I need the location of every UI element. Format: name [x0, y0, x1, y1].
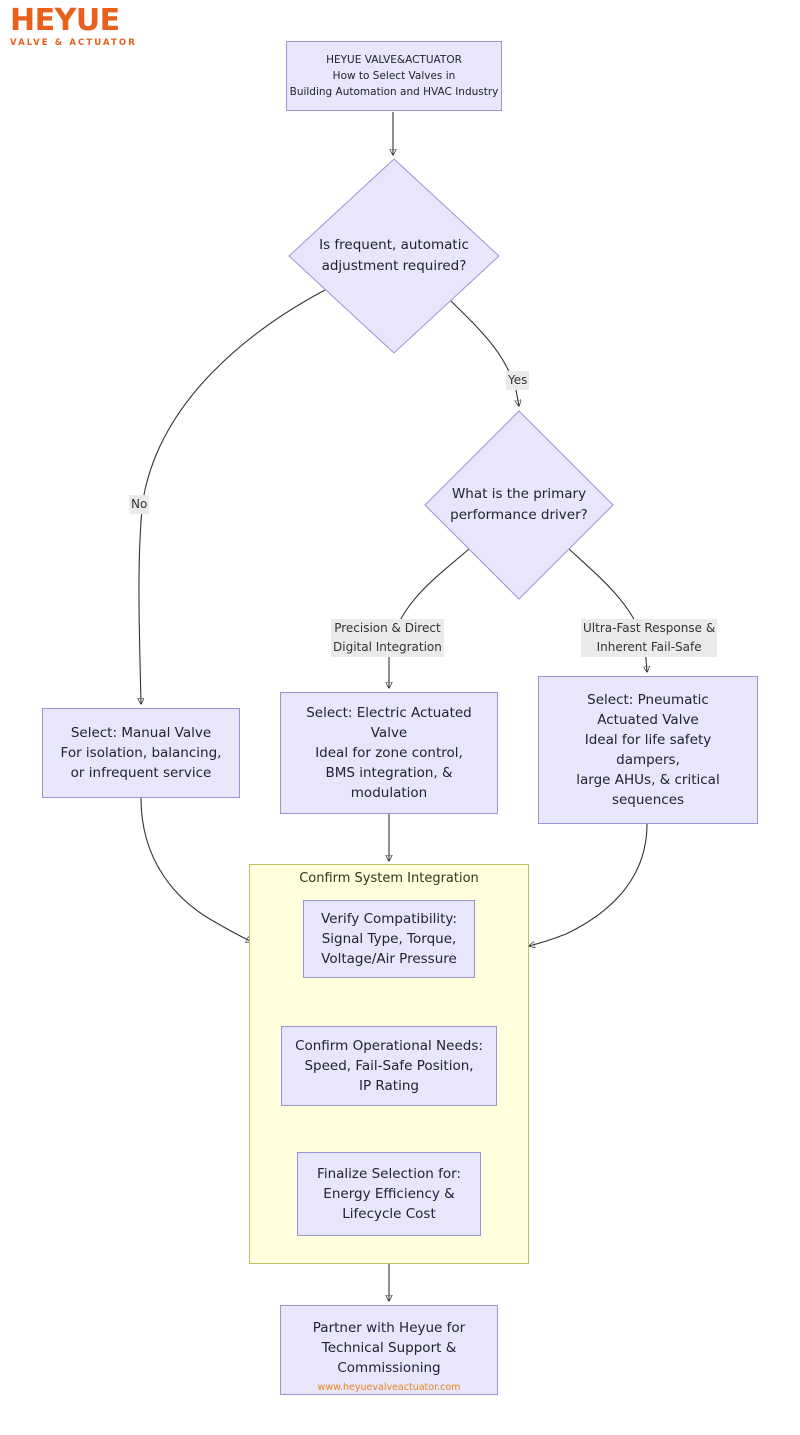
manual-line-3: or infrequent service: [70, 765, 212, 781]
title-line-1: HEYUE VALVE&ACTUATOR: [326, 54, 462, 66]
logo-tagline: VALVE & ACTUATOR: [10, 38, 137, 48]
website-url[interactable]: www.heyuevalveactuator.com: [317, 1382, 461, 1393]
pneumatic-line-2: Actuated Valve: [597, 712, 699, 728]
confirm-line-1: Confirm Operational Needs:: [295, 1038, 483, 1054]
pneumatic-line-5: large AHUs, & critical: [576, 772, 720, 788]
finalize-line-2: Energy Efficiency &: [323, 1186, 455, 1202]
electric-line-1: Select: Electric Actuated: [306, 705, 472, 721]
decision-label: What is the primary performance driver?: [424, 410, 614, 600]
partner-line-3: Commissioning: [337, 1360, 441, 1376]
decision-label: Is frequent, automatic adjustment requir…: [288, 158, 500, 354]
outcome-node-electric-actuated-valve: Select: Electric Actuated Valve Ideal fo…: [280, 692, 498, 814]
electric-line-5: modulation: [350, 785, 428, 801]
manual-line-2: For isolation, balancing,: [60, 745, 222, 761]
verify-line-3: Voltage/Air Pressure: [321, 951, 457, 967]
edge-label-no: No: [129, 495, 150, 514]
pneumatic-line-4: dampers,: [616, 752, 680, 768]
heyue-logo: HEYUE VALVE & ACTUATOR: [10, 6, 140, 48]
edge-pneumatic-to-cluster: [529, 823, 648, 946]
manual-line-1: Select: Manual Valve: [70, 725, 212, 741]
outcome-node-pneumatic-actuated-valve: Select: Pneumatic Actuated Valve Ideal f…: [538, 676, 758, 824]
cluster-node-verify-compatibility: Verify Compatibility: Signal Type, Torqu…: [303, 900, 475, 978]
diamond-shape: [424, 410, 614, 600]
decision-2-line-2: performance driver?: [450, 507, 588, 523]
edge-label-ultrafast-line-2: Inherent Fail-Safe: [596, 640, 702, 654]
cluster-node-confirm-operational-needs: Confirm Operational Needs: Speed, Fail-S…: [281, 1026, 497, 1106]
electric-line-3: Ideal for zone control,: [315, 745, 463, 761]
edge-label-ultrafast-line-1: Ultra-Fast Response &: [583, 621, 716, 635]
decision-1-line-2: adjustment required?: [321, 258, 467, 274]
edge-label-precision-line-2: Digital Integration: [333, 640, 442, 654]
confirm-line-3: IP Rating: [359, 1078, 419, 1094]
final-node-partner-with-heyue: Partner with Heyue for Technical Support…: [280, 1305, 498, 1395]
edge-label-ultrafast: Ultra-Fast Response & Inherent Fail-Safe: [581, 619, 718, 657]
electric-line-4: BMS integration, &: [325, 765, 453, 781]
edge-manual-to-cluster: [140, 797, 252, 942]
edge-label-precision: Precision & Direct Digital Integration: [331, 619, 444, 657]
confirm-line-2: Speed, Fail-Safe Position,: [304, 1058, 474, 1074]
verify-line-2: Signal Type, Torque,: [321, 931, 457, 947]
partner-line-1: Partner with Heyue for: [312, 1320, 466, 1336]
pneumatic-line-6: sequences: [611, 792, 685, 808]
logo-wordmark: HEYUE: [10, 3, 120, 38]
title-line-2: How to Select Valves in: [332, 70, 456, 82]
electric-line-2: Valve: [370, 725, 408, 741]
decision-2-line-1: What is the primary: [451, 486, 587, 502]
partner-line-2: Technical Support &: [321, 1340, 457, 1356]
finalize-line-3: Lifecycle Cost: [342, 1206, 436, 1222]
title-node: HEYUE VALVE&ACTUATOR How to Select Valve…: [286, 41, 502, 111]
edge-label-precision-line-1: Precision & Direct: [334, 621, 441, 635]
finalize-line-1: Finalize Selection for:: [317, 1166, 461, 1182]
edge-label-yes: Yes: [506, 371, 530, 390]
cluster-title: Confirm System Integration: [299, 871, 479, 886]
verify-line-1: Verify Compatibility:: [321, 911, 457, 927]
pneumatic-line-3: Ideal for life safety: [584, 732, 712, 748]
decision-node-frequent-adjustment: Is frequent, automatic adjustment requir…: [288, 158, 500, 354]
decision-node-performance-driver: What is the primary performance driver?: [424, 410, 614, 600]
outcome-node-manual-valve: Select: Manual Valve For isolation, bala…: [42, 708, 240, 798]
diamond-shape: [288, 158, 500, 354]
pneumatic-line-1: Select: Pneumatic: [587, 692, 709, 708]
decision-1-line-1: Is frequent, automatic: [319, 237, 469, 253]
title-line-3: Building Automation and HVAC Industry: [289, 86, 499, 98]
cluster-node-finalize-selection: Finalize Selection for: Energy Efficienc…: [297, 1152, 481, 1236]
